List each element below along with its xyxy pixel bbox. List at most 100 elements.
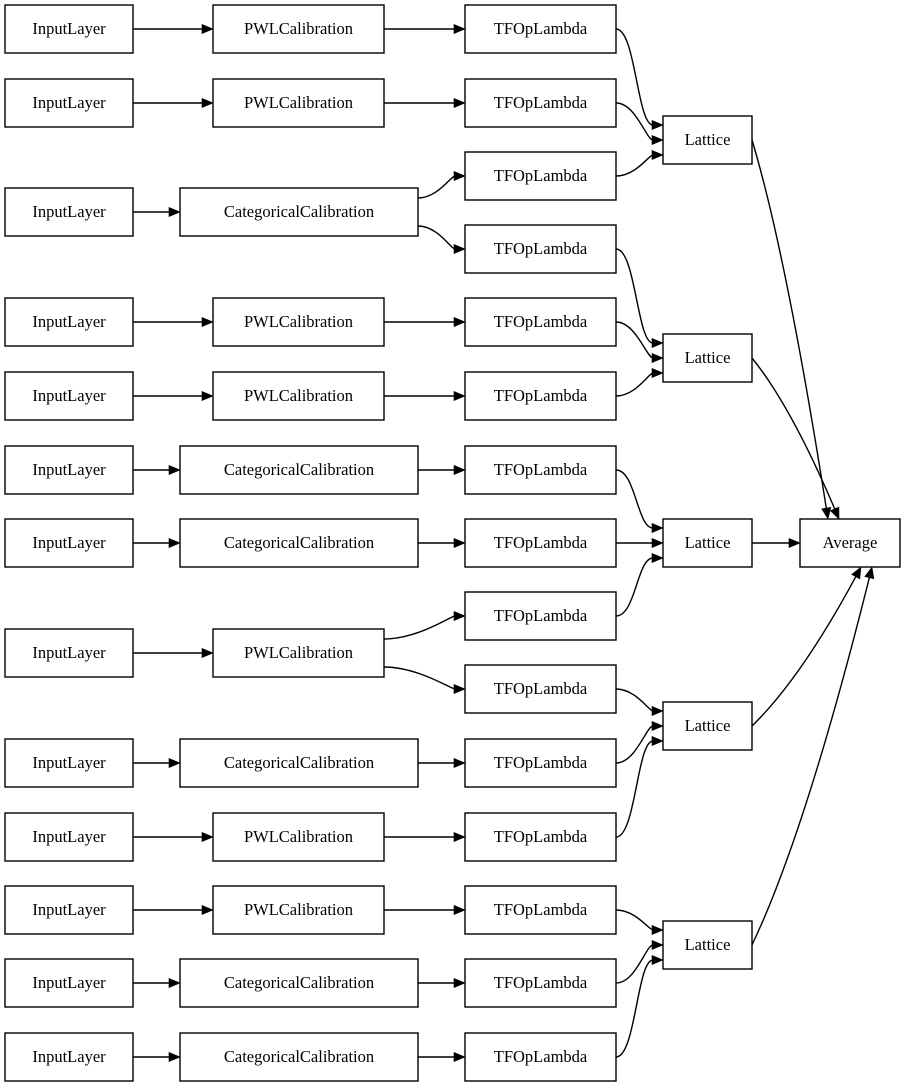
node-inputlayer-in2[interactable]: InputLayer	[4, 78, 134, 128]
node-box[interactable]	[179, 1032, 419, 1082]
node-pwlcalibration-cal4[interactable]: PWLCalibration	[212, 297, 385, 347]
node-box[interactable]	[662, 518, 753, 568]
node-box[interactable]	[4, 812, 134, 862]
node-inputlayer-in9[interactable]: InputLayer	[4, 738, 134, 788]
node-tfoplambda-tf9[interactable]: TFOpLambda	[464, 591, 617, 641]
node-box[interactable]	[4, 885, 134, 935]
node-box[interactable]	[4, 4, 134, 54]
node-inputlayer-in13[interactable]: InputLayer	[4, 1032, 134, 1082]
node-pwlcalibration-cal2[interactable]: PWLCalibration	[212, 78, 385, 128]
node-box[interactable]	[464, 1032, 617, 1082]
node-box[interactable]	[662, 701, 753, 751]
node-box[interactable]	[179, 445, 419, 495]
node-box[interactable]	[4, 297, 134, 347]
node-inputlayer-in11[interactable]: InputLayer	[4, 885, 134, 935]
node-tfoplambda-tf13[interactable]: TFOpLambda	[464, 885, 617, 935]
node-box[interactable]	[662, 115, 753, 165]
node-tfoplambda-tf10[interactable]: TFOpLambda	[464, 664, 617, 714]
node-box[interactable]	[212, 628, 385, 678]
node-box[interactable]	[464, 4, 617, 54]
node-box[interactable]	[212, 812, 385, 862]
node-box[interactable]	[464, 812, 617, 862]
node-tfoplambda-tf5[interactable]: TFOpLambda	[464, 297, 617, 347]
arrowhead-in1-to-cal1	[201, 23, 214, 35]
node-inputlayer-in12[interactable]: InputLayer	[4, 958, 134, 1008]
node-inputlayer-in5[interactable]: InputLayer	[4, 371, 134, 421]
node-box[interactable]	[464, 591, 617, 641]
node-pwlcalibration-cal10[interactable]: PWLCalibration	[212, 812, 385, 862]
node-box[interactable]	[4, 445, 134, 495]
node-tfoplambda-tf11[interactable]: TFOpLambda	[464, 738, 617, 788]
edge-tf2-to-lat1	[615, 102, 654, 141]
node-box[interactable]	[799, 518, 901, 568]
node-box[interactable]	[179, 187, 419, 237]
node-pwlcalibration-cal11[interactable]: PWLCalibration	[212, 885, 385, 935]
node-lattice-lat4[interactable]: Lattice	[662, 701, 753, 751]
arrowhead-in8-to-cal8	[201, 647, 214, 659]
node-box[interactable]	[179, 738, 419, 788]
node-box[interactable]	[4, 78, 134, 128]
edge-tf6-to-lat2	[615, 372, 654, 397]
node-box[interactable]	[179, 958, 419, 1008]
node-tfoplambda-tf15[interactable]: TFOpLambda	[464, 1032, 617, 1082]
node-inputlayer-in1[interactable]: InputLayer	[4, 4, 134, 54]
node-box[interactable]	[4, 187, 134, 237]
node-box[interactable]	[212, 297, 385, 347]
node-tfoplambda-tf8[interactable]: TFOpLambda	[464, 518, 617, 568]
node-pwlcalibration-cal1[interactable]: PWLCalibration	[212, 4, 385, 54]
node-box[interactable]	[464, 445, 617, 495]
node-pwlcalibration-cal5[interactable]: PWLCalibration	[212, 371, 385, 421]
node-box[interactable]	[464, 371, 617, 421]
node-box[interactable]	[662, 920, 753, 970]
node-lattice-lat1[interactable]: Lattice	[662, 115, 753, 165]
node-lattice-lat5[interactable]: Lattice	[662, 920, 753, 970]
node-box[interactable]	[464, 738, 617, 788]
node-tfoplambda-tf3[interactable]: TFOpLambda	[464, 151, 617, 201]
arrowhead-tf12-to-lat4	[651, 735, 664, 747]
node-categoricalcalibration-cal13[interactable]: CategoricalCalibration	[179, 1032, 419, 1082]
node-inputlayer-in4[interactable]: InputLayer	[4, 297, 134, 347]
node-box[interactable]	[662, 333, 753, 383]
node-box[interactable]	[4, 738, 134, 788]
node-box[interactable]	[212, 371, 385, 421]
node-box[interactable]	[464, 297, 617, 347]
node-categoricalcalibration-cal12[interactable]: CategoricalCalibration	[179, 958, 419, 1008]
node-box[interactable]	[464, 78, 617, 128]
node-box[interactable]	[179, 518, 419, 568]
node-box[interactable]	[4, 1032, 134, 1082]
node-inputlayer-in7[interactable]: InputLayer	[4, 518, 134, 568]
node-box[interactable]	[464, 664, 617, 714]
node-box[interactable]	[4, 958, 134, 1008]
node-box[interactable]	[464, 151, 617, 201]
node-box[interactable]	[4, 628, 134, 678]
node-tfoplambda-tf12[interactable]: TFOpLambda	[464, 812, 617, 862]
node-categoricalcalibration-cal6[interactable]: CategoricalCalibration	[179, 445, 419, 495]
node-box[interactable]	[464, 885, 617, 935]
node-inputlayer-in3[interactable]: InputLayer	[4, 187, 134, 237]
node-box[interactable]	[464, 958, 617, 1008]
node-tfoplambda-tf6[interactable]: TFOpLambda	[464, 371, 617, 421]
node-tfoplambda-tf1[interactable]: TFOpLambda	[464, 4, 617, 54]
edge-tf15-to-lat5	[615, 959, 654, 1058]
node-tfoplambda-tf14[interactable]: TFOpLambda	[464, 958, 617, 1008]
node-pwlcalibration-cal8[interactable]: PWLCalibration	[212, 628, 385, 678]
node-box[interactable]	[4, 371, 134, 421]
node-tfoplambda-tf7[interactable]: TFOpLambda	[464, 445, 617, 495]
node-categoricalcalibration-cal7[interactable]: CategoricalCalibration	[179, 518, 419, 568]
node-inputlayer-in10[interactable]: InputLayer	[4, 812, 134, 862]
node-box[interactable]	[212, 78, 385, 128]
node-average-avg[interactable]: Average	[799, 518, 901, 568]
node-inputlayer-in8[interactable]: InputLayer	[4, 628, 134, 678]
node-lattice-lat2[interactable]: Lattice	[662, 333, 753, 383]
node-categoricalcalibration-cal3[interactable]: CategoricalCalibration	[179, 187, 419, 237]
node-box[interactable]	[212, 885, 385, 935]
node-box[interactable]	[212, 4, 385, 54]
node-categoricalcalibration-cal9[interactable]: CategoricalCalibration	[179, 738, 419, 788]
node-box[interactable]	[4, 518, 134, 568]
node-tfoplambda-tf2[interactable]: TFOpLambda	[464, 78, 617, 128]
node-tfoplambda-tf4[interactable]: TFOpLambda	[464, 224, 617, 274]
node-inputlayer-in6[interactable]: InputLayer	[4, 445, 134, 495]
node-lattice-lat3[interactable]: Lattice	[662, 518, 753, 568]
node-box[interactable]	[464, 518, 617, 568]
node-box[interactable]	[464, 224, 617, 274]
